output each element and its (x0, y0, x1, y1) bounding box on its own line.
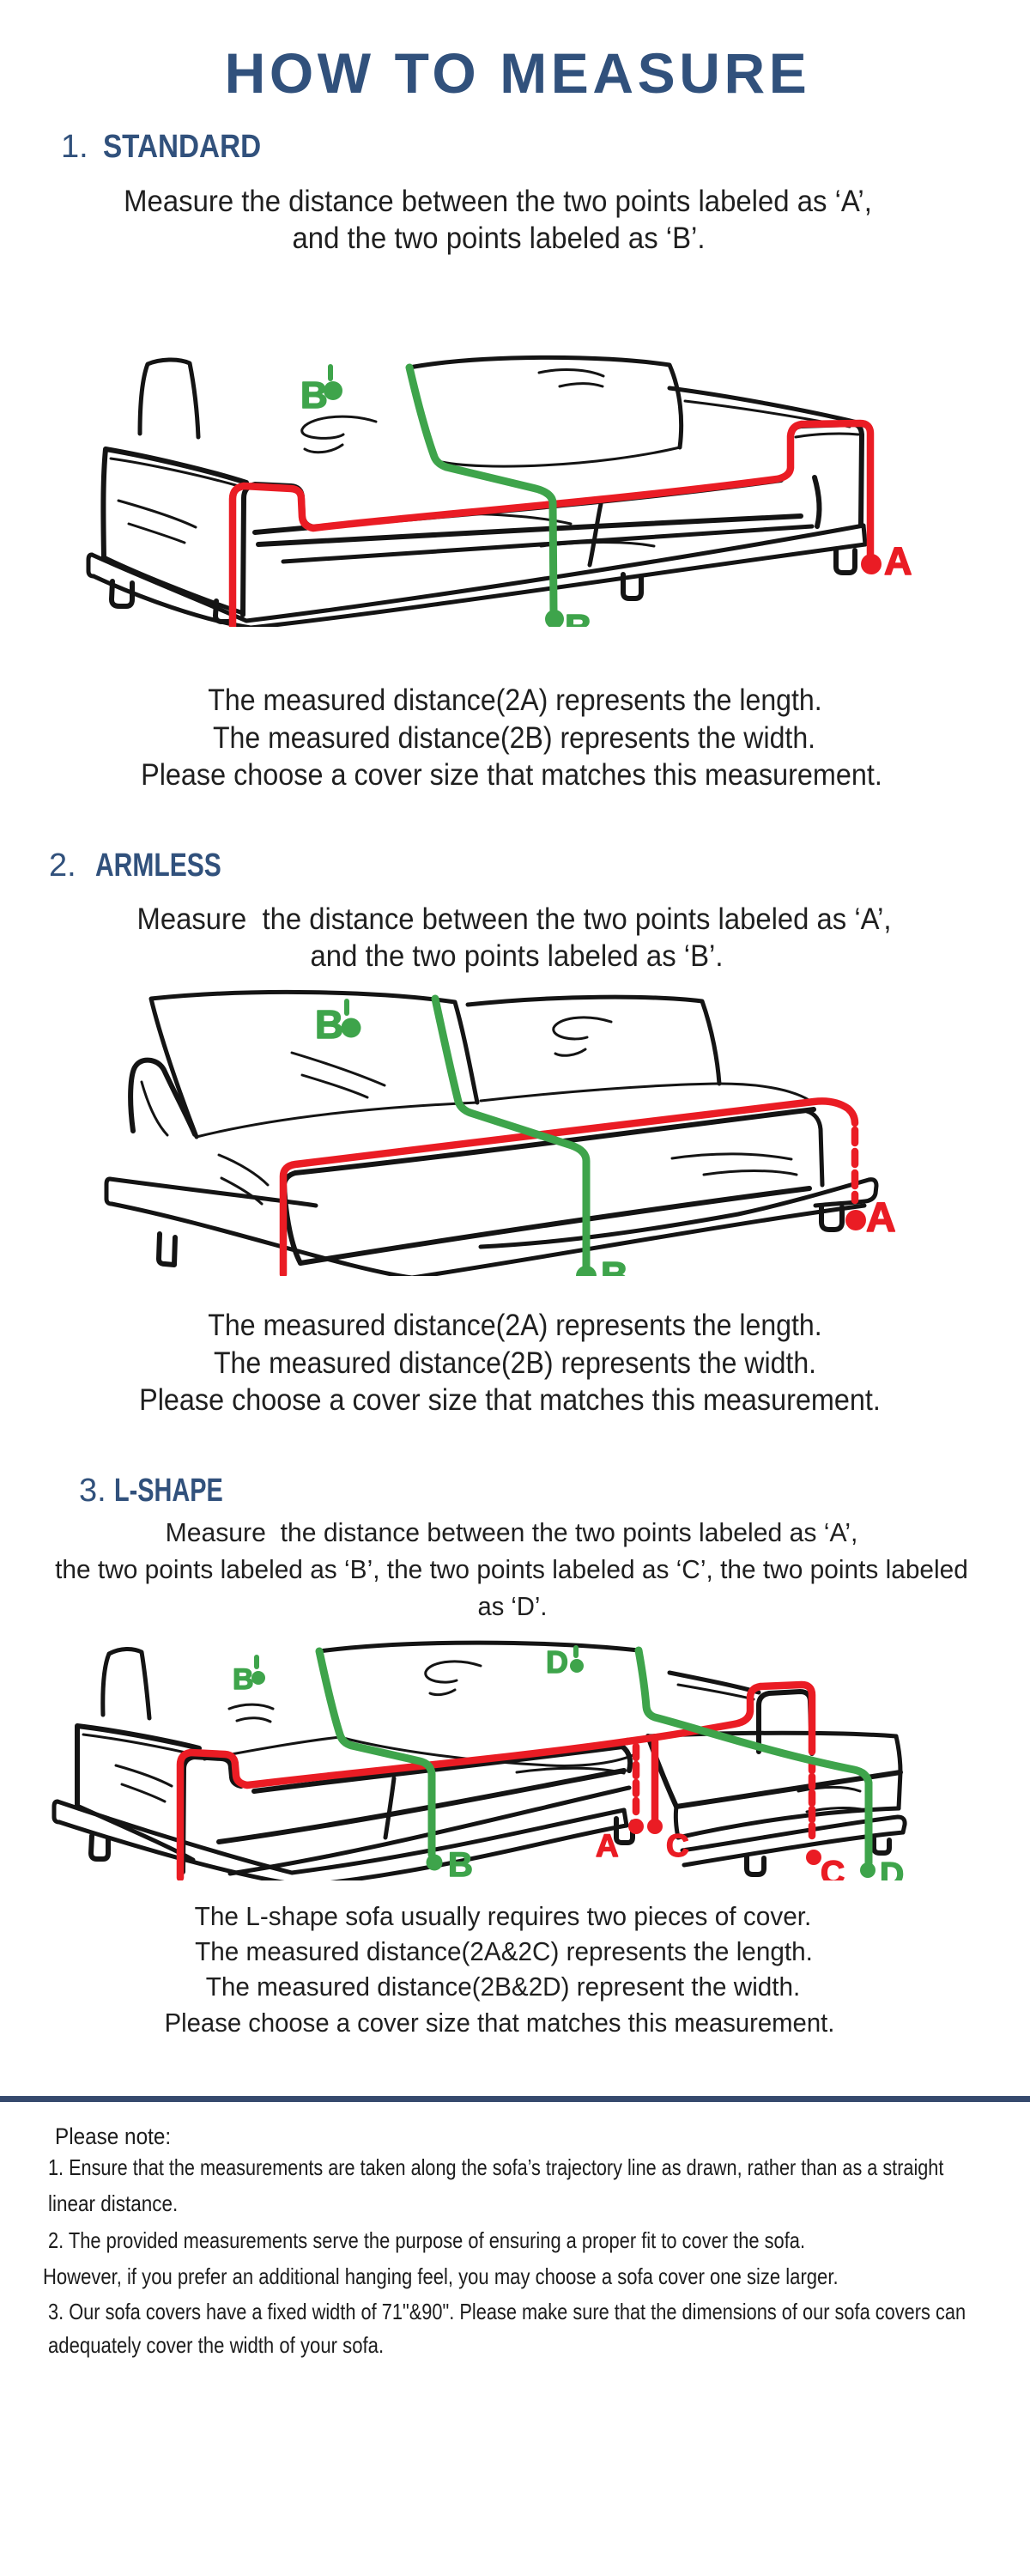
svg-text:C: C (821, 1855, 845, 1892)
svg-text:B: B (300, 374, 328, 416)
svg-text:B: B (448, 1846, 473, 1884)
svg-text:A: A (884, 539, 912, 583)
svg-text:A: A (596, 1828, 619, 1863)
svg-text:B: B (601, 1255, 628, 1297)
svg-text:D: D (880, 1856, 904, 1893)
svg-text:B: B (315, 1002, 343, 1047)
svg-text:C: C (666, 1828, 689, 1863)
svg-text:B: B (233, 1663, 254, 1696)
svg-text:B: B (565, 607, 592, 649)
svg-text:D: D (546, 1644, 568, 1680)
svg-text:A: A (866, 1195, 896, 1241)
